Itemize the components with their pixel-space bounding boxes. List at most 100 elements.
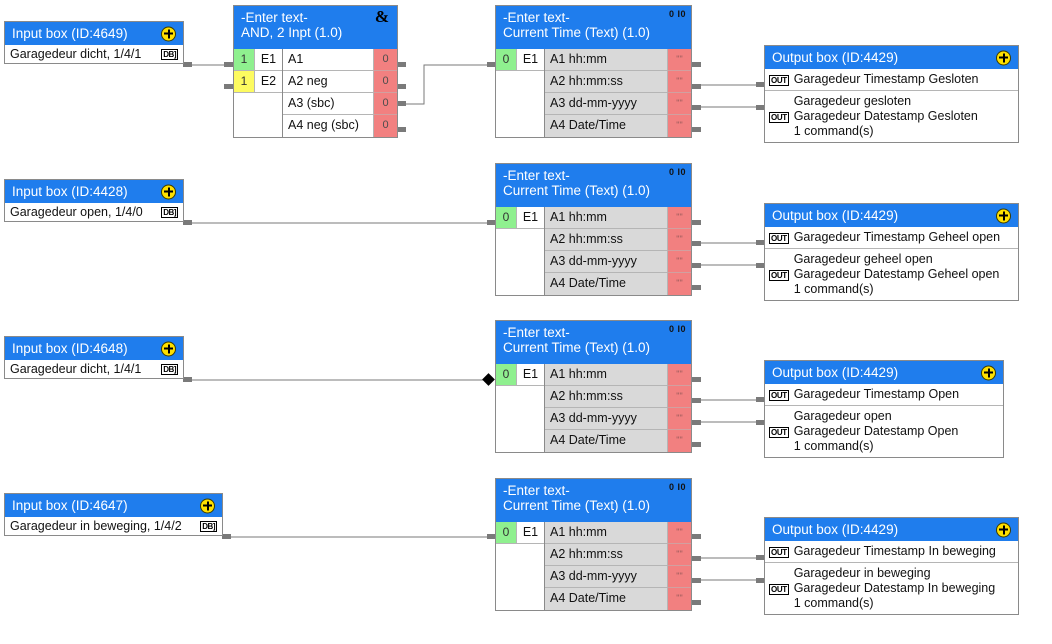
connector-stub (692, 241, 701, 246)
time-input-e1[interactable]: 0 E1 (496, 49, 544, 71)
connector-stub (397, 62, 406, 67)
time-block-title-line1: -Enter text- (503, 483, 570, 498)
output-box-4429-1[interactable]: Output box (ID:4429) OUT Garagedeur Time… (764, 45, 1019, 143)
input-signal-row[interactable]: Garagedeur dicht, 1/4/1 DB] (5, 45, 183, 63)
out-tag-icon: OUT (769, 75, 789, 86)
output-entry-line: 1 command(s) (793, 124, 874, 138)
connector-stub (224, 62, 233, 67)
time-output-a3-value: "" (667, 408, 691, 430)
time-output-a2-value: "" (667, 71, 691, 93)
output-entry-row[interactable]: OUT Garagedeur in beweging Garagedeur Da… (765, 562, 1018, 614)
connector-stub (692, 105, 701, 110)
output-entry-line: Garagedeur Timestamp In beweging (793, 544, 996, 558)
time-output-a2-label: A2 hh:mm:ss (545, 386, 667, 408)
plus-circle-icon[interactable] (200, 498, 215, 513)
current-time-block-1[interactable]: -Enter text- Current Time (Text) (1.0) 0… (495, 5, 692, 138)
and-block-title-line1: -Enter text- (241, 10, 308, 25)
out-tag-icon: OUT (769, 233, 789, 244)
time-output-a2-value: "" (667, 544, 691, 566)
output-box-4429-4[interactable]: Output box (ID:4429) OUT Garagedeur Time… (764, 517, 1019, 615)
time-input-e1[interactable]: 0 E1 (496, 207, 544, 229)
output-entry-line: Garagedeur gesloten (793, 94, 912, 108)
connector-stub (692, 285, 701, 290)
out-tag-icon: OUT (769, 427, 789, 438)
plus-circle-icon[interactable] (996, 50, 1011, 65)
and-input-e2[interactable]: 1 E2 (234, 71, 282, 93)
output-entry-row[interactable]: OUT Garagedeur Timestamp Gesloten (765, 69, 1018, 90)
plus-circle-icon[interactable] (161, 341, 176, 356)
connector-stub (692, 600, 701, 605)
connector-stub (692, 578, 701, 583)
time-block-title-line2: Current Time (Text) (1.0) (503, 498, 651, 513)
output-box-header: Output box (ID:4429) (765, 518, 1018, 541)
current-time-block-2[interactable]: -Enter text- Current Time (Text) (1.0) 0… (495, 163, 692, 296)
time-output-a4-value: "" (667, 430, 691, 452)
time-input-e1-value: 0 (496, 49, 516, 71)
db-tag-icon: DB] (161, 363, 178, 375)
time-output-a2-value: "" (667, 229, 691, 251)
connector-stub (183, 377, 192, 382)
and-block[interactable]: -Enter text- AND, 2 Inpt (1.0) & 1 E1 1 … (233, 5, 398, 138)
input-box-4428[interactable]: Input box (ID:4428) Garagedeur open, 1/4… (4, 179, 184, 222)
connector-stub (692, 398, 701, 403)
time-output-a1-value: "" (667, 364, 691, 386)
time-block-header: -Enter text- Current Time (Text) (1.0) 0… (496, 6, 691, 49)
time-input-e1[interactable]: 0 E1 (496, 522, 544, 544)
time-input-e1[interactable]: 0 E1 (496, 364, 544, 386)
connector-stub (692, 534, 701, 539)
input-signal-row[interactable]: Garagedeur in beweging, 1/4/2 DB] (5, 517, 222, 535)
db-tag-icon: DB] (161, 48, 178, 60)
output-entry-line: 1 command(s) (793, 282, 874, 296)
and-output-a2-label: A2 neg (283, 71, 373, 93)
input-box-header: Input box (ID:4428) (5, 180, 183, 203)
time-input-blank (496, 386, 544, 452)
connector-stub (756, 105, 765, 110)
time-output-a4-value: "" (667, 588, 691, 610)
output-entry-line: Garagedeur Datestamp Open (793, 424, 959, 438)
db-tag-icon: DB] (200, 520, 217, 532)
time-input-e1-name: E1 (516, 522, 544, 544)
output-entry-line: Garagedeur Datestamp Gesloten (793, 109, 978, 123)
time-block-title-line1: -Enter text- (503, 10, 570, 25)
output-entry-row[interactable]: OUT Garagedeur Timestamp In beweging (765, 541, 1018, 562)
plus-circle-icon[interactable] (161, 184, 176, 199)
plus-circle-icon[interactable] (996, 522, 1011, 537)
input-box-header: Input box (ID:4649) (5, 22, 183, 45)
db-tag-icon: DB] (161, 206, 178, 218)
plus-circle-icon[interactable] (161, 26, 176, 41)
plus-circle-icon[interactable] (981, 365, 996, 380)
connector-stub (692, 220, 701, 225)
input-signal-label: Garagedeur open, 1/4/0 (10, 205, 143, 219)
and-input-e1[interactable]: 1 E1 (234, 49, 282, 71)
output-box-4429-3[interactable]: Output box (ID:4429) OUT Garagedeur Time… (764, 360, 1004, 458)
input-signal-label: Garagedeur dicht, 1/4/1 (10, 362, 142, 376)
output-entry-row[interactable]: OUT Garagedeur geheel open Garagedeur Da… (765, 248, 1018, 300)
time-output-a2-label: A2 hh:mm:ss (545, 71, 667, 93)
output-entry-line: Garagedeur Datestamp In beweging (793, 581, 996, 595)
input-box-title: Input box (ID:4647) (12, 498, 128, 513)
010-icon: 0 I0 (668, 324, 686, 334)
output-entry-line: 1 command(s) (793, 439, 874, 453)
output-entry-row[interactable]: OUT Garagedeur gesloten Garagedeur Dates… (765, 90, 1018, 142)
output-entry-row[interactable]: OUT Garagedeur Timestamp Geheel open (765, 227, 1018, 248)
input-signal-row[interactable]: Garagedeur dicht, 1/4/1 DB] (5, 360, 183, 378)
input-box-4647[interactable]: Input box (ID:4647) Garagedeur in bewegi… (4, 493, 223, 536)
input-box-4649[interactable]: Input box (ID:4649) Garagedeur dicht, 1/… (4, 21, 184, 64)
time-block-title-line1: -Enter text- (503, 168, 570, 183)
input-signal-row[interactable]: Garagedeur open, 1/4/0 DB] (5, 203, 183, 221)
010-icon: 0 I0 (668, 9, 686, 19)
out-tag-icon: OUT (769, 390, 789, 401)
time-input-blank (496, 71, 544, 137)
and-input-e2-name: E2 (254, 71, 282, 93)
time-output-a1-value: "" (667, 207, 691, 229)
output-box-4429-2[interactable]: Output box (ID:4429) OUT Garagedeur Time… (764, 203, 1019, 301)
output-entry-row[interactable]: OUT Garagedeur open Garagedeur Datestamp… (765, 405, 1003, 457)
input-box-4648[interactable]: Input box (ID:4648) Garagedeur dicht, 1/… (4, 336, 184, 379)
plus-circle-icon[interactable] (996, 208, 1011, 223)
current-time-block-4[interactable]: -Enter text- Current Time (Text) (1.0) 0… (495, 478, 692, 611)
output-box-title: Output box (ID:4429) (772, 522, 899, 537)
output-entry-row[interactable]: OUT Garagedeur Timestamp Open (765, 384, 1003, 405)
time-output-a4-value: "" (667, 273, 691, 295)
out-tag-icon: OUT (769, 584, 789, 595)
current-time-block-3[interactable]: -Enter text- Current Time (Text) (1.0) 0… (495, 320, 692, 453)
